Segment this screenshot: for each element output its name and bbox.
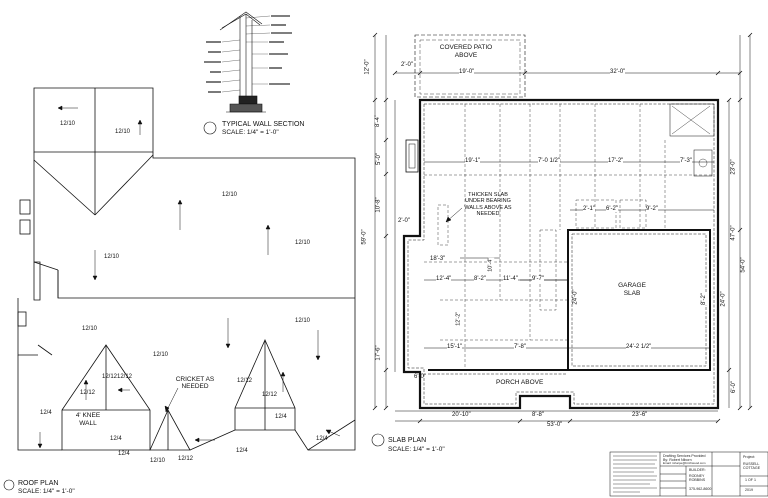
dim-row1-b: 7'-0 1/2" <box>538 158 560 164</box>
pitch-label: 12/10 <box>150 458 166 464</box>
thicken-slab-note: THICKEN SLAB UNDER BEARING WALLS ABOVE A… <box>464 192 512 217</box>
roof-plan-scale: SCALE: 1/4" = 1'-0" <box>18 488 75 495</box>
roof-pitch-labels: 12/10 12/10 12/10 12/10 12/10 12/10 12/1… <box>40 121 328 464</box>
pitch-label: 12/12 <box>237 378 253 384</box>
wall-section-scale: SCALE: 1/4" = 1'-0" <box>222 129 279 136</box>
pitch-label: 12/12 <box>80 390 96 396</box>
slab-plan-outline <box>402 34 720 410</box>
dim-mid-b: 6'-2" <box>606 206 618 212</box>
dim-low-c: 24'-2 1/2" <box>626 344 652 350</box>
dim-right-b: 47'-0" <box>730 225 737 241</box>
dim-mid-d: 2'-1" <box>583 206 595 212</box>
dim-mid-h: 11'-4" <box>503 276 518 282</box>
covered-patio-label: COVERED PATIO ABOVE <box>439 44 493 59</box>
pitch-label: 12/4 <box>40 410 52 416</box>
dim-top-right: 32'-0" <box>610 69 626 75</box>
wall-section-detail <box>203 11 292 135</box>
pitch-label: 12/10 <box>295 240 311 246</box>
dim-right-c: 54'-0" <box>740 257 747 273</box>
dim-in-c: 10'-4" <box>487 257 494 272</box>
dim-row1-c: 17'-2" <box>608 158 624 164</box>
pitch-label: 12/4 <box>236 448 248 454</box>
pitch-label: 12/4 <box>110 436 122 442</box>
slab-plan-title: SLAB PLAN <box>388 437 427 444</box>
cricket-leader <box>164 387 179 413</box>
dim-left-a: 12'-0" <box>364 59 371 75</box>
slab-plan-symbol <box>371 433 385 447</box>
dim-mid-a: 2'-0" <box>398 218 410 224</box>
porch-above-label: PORCH ABOVE <box>496 379 544 386</box>
dim-in-a: 24'-0" <box>572 289 579 305</box>
dim-mid-g: 8'-2" <box>474 276 486 282</box>
dim-left-f: 6'-0" <box>414 374 426 380</box>
pitch-label: 12/10 <box>153 352 169 358</box>
roof-plan-outline <box>17 87 356 451</box>
dim-row1-d: 7'-3" <box>680 158 692 164</box>
roof-plan-symbol <box>3 479 15 491</box>
dim-mid-f: 12'-4" <box>436 276 452 282</box>
pitch-label: 12/10 <box>82 326 98 332</box>
dim-bottom-total: 53'-0" <box>547 422 563 428</box>
dim-low-a: 15'-1" <box>447 344 463 350</box>
pitch-label: 12/10 <box>115 129 131 135</box>
dim-left-b: 8'-4" <box>374 115 381 127</box>
title-block-company: Drafting Services Provided By: Robert Ni… <box>663 454 706 462</box>
dim-in-b: 8'-2" <box>700 293 707 305</box>
pitch-label: 12/12 <box>102 374 118 380</box>
title-block-builder-label: BUILDER: <box>689 468 706 472</box>
pitch-label: 12/4 <box>316 436 328 442</box>
pitch-label: 12/12 <box>117 374 133 380</box>
dim-left-d: 10'-8" <box>375 197 382 213</box>
title-block-project-name: RUSSELL COTTAGE <box>743 462 761 470</box>
slab-dimension-lines <box>374 35 751 422</box>
dim-bottom-a: 20'-10" <box>452 412 471 418</box>
pitch-label: 12/4 <box>275 414 287 420</box>
pitch-label: 12/10 <box>222 192 238 198</box>
thicken-slab-leader <box>445 207 463 223</box>
dim-right-d: 24'-0" <box>720 291 727 307</box>
dim-right-e: 6'-0" <box>730 381 737 393</box>
pitch-label: 12/12 <box>178 456 194 462</box>
dim-mid-c: 9'-2" <box>646 206 658 212</box>
dim-left-total: 59'-0" <box>361 229 368 245</box>
wall-section-title: TYPICAL WALL SECTION <box>222 121 305 128</box>
dim-left-e: 17'-6" <box>375 345 382 361</box>
title-block-sheet: 1 OF 1 <box>745 478 756 482</box>
slab-dimension-ticks <box>372 32 753 424</box>
dim-bottom-c: 23'-6" <box>632 412 648 418</box>
pitch-label: 12/4 <box>118 451 130 457</box>
title-block-year: 2019 <box>745 488 753 492</box>
title-block-fineprint <box>613 455 657 493</box>
title-block-frame <box>609 451 768 497</box>
title-block-project-label: Project: <box>743 455 756 459</box>
dim-top-left-small: 2'-0" <box>401 62 413 68</box>
garage-slab-label: GARAGE SLAB <box>618 282 646 297</box>
dim-patio-width: 19'-0" <box>459 69 475 75</box>
title-block-phone: 375-962-8600 <box>689 487 712 491</box>
dim-row1-a: 19'-1" <box>465 158 481 164</box>
slab-plan-scale: SCALE: 1/4" = 1'-0" <box>388 446 445 453</box>
knee-wall-note: 4' KNEE WALL <box>75 412 101 427</box>
roof-plan-title: ROOF PLAN <box>18 480 59 487</box>
pitch-label: 12/10 <box>60 121 76 127</box>
pitch-label: 12/10 <box>295 318 311 324</box>
cricket-note: CRICKET AS NEEDED <box>175 376 215 391</box>
slab-bearing-lines <box>424 104 714 368</box>
dim-in-d: 12'-2" <box>455 311 462 326</box>
dim-mid-e: 18'-3" <box>430 256 446 262</box>
dim-left-c: 5'-0" <box>375 153 382 165</box>
dim-low-b: 7'-8" <box>514 344 526 350</box>
roof-slope-arrows <box>37 105 341 449</box>
title-block-builder-name: RODNEY ROBBINS <box>689 474 706 482</box>
dim-mid-i: 9'-7" <box>532 276 544 282</box>
pitch-label: 12/10 <box>104 254 120 260</box>
title-block-email: Email: rsharpe@birchwood.com <box>663 461 706 465</box>
pitch-label: 12/12 <box>262 392 278 398</box>
dim-right-a: 23'-0" <box>730 159 737 175</box>
dim-bottom-b: 8'-8" <box>532 412 544 418</box>
